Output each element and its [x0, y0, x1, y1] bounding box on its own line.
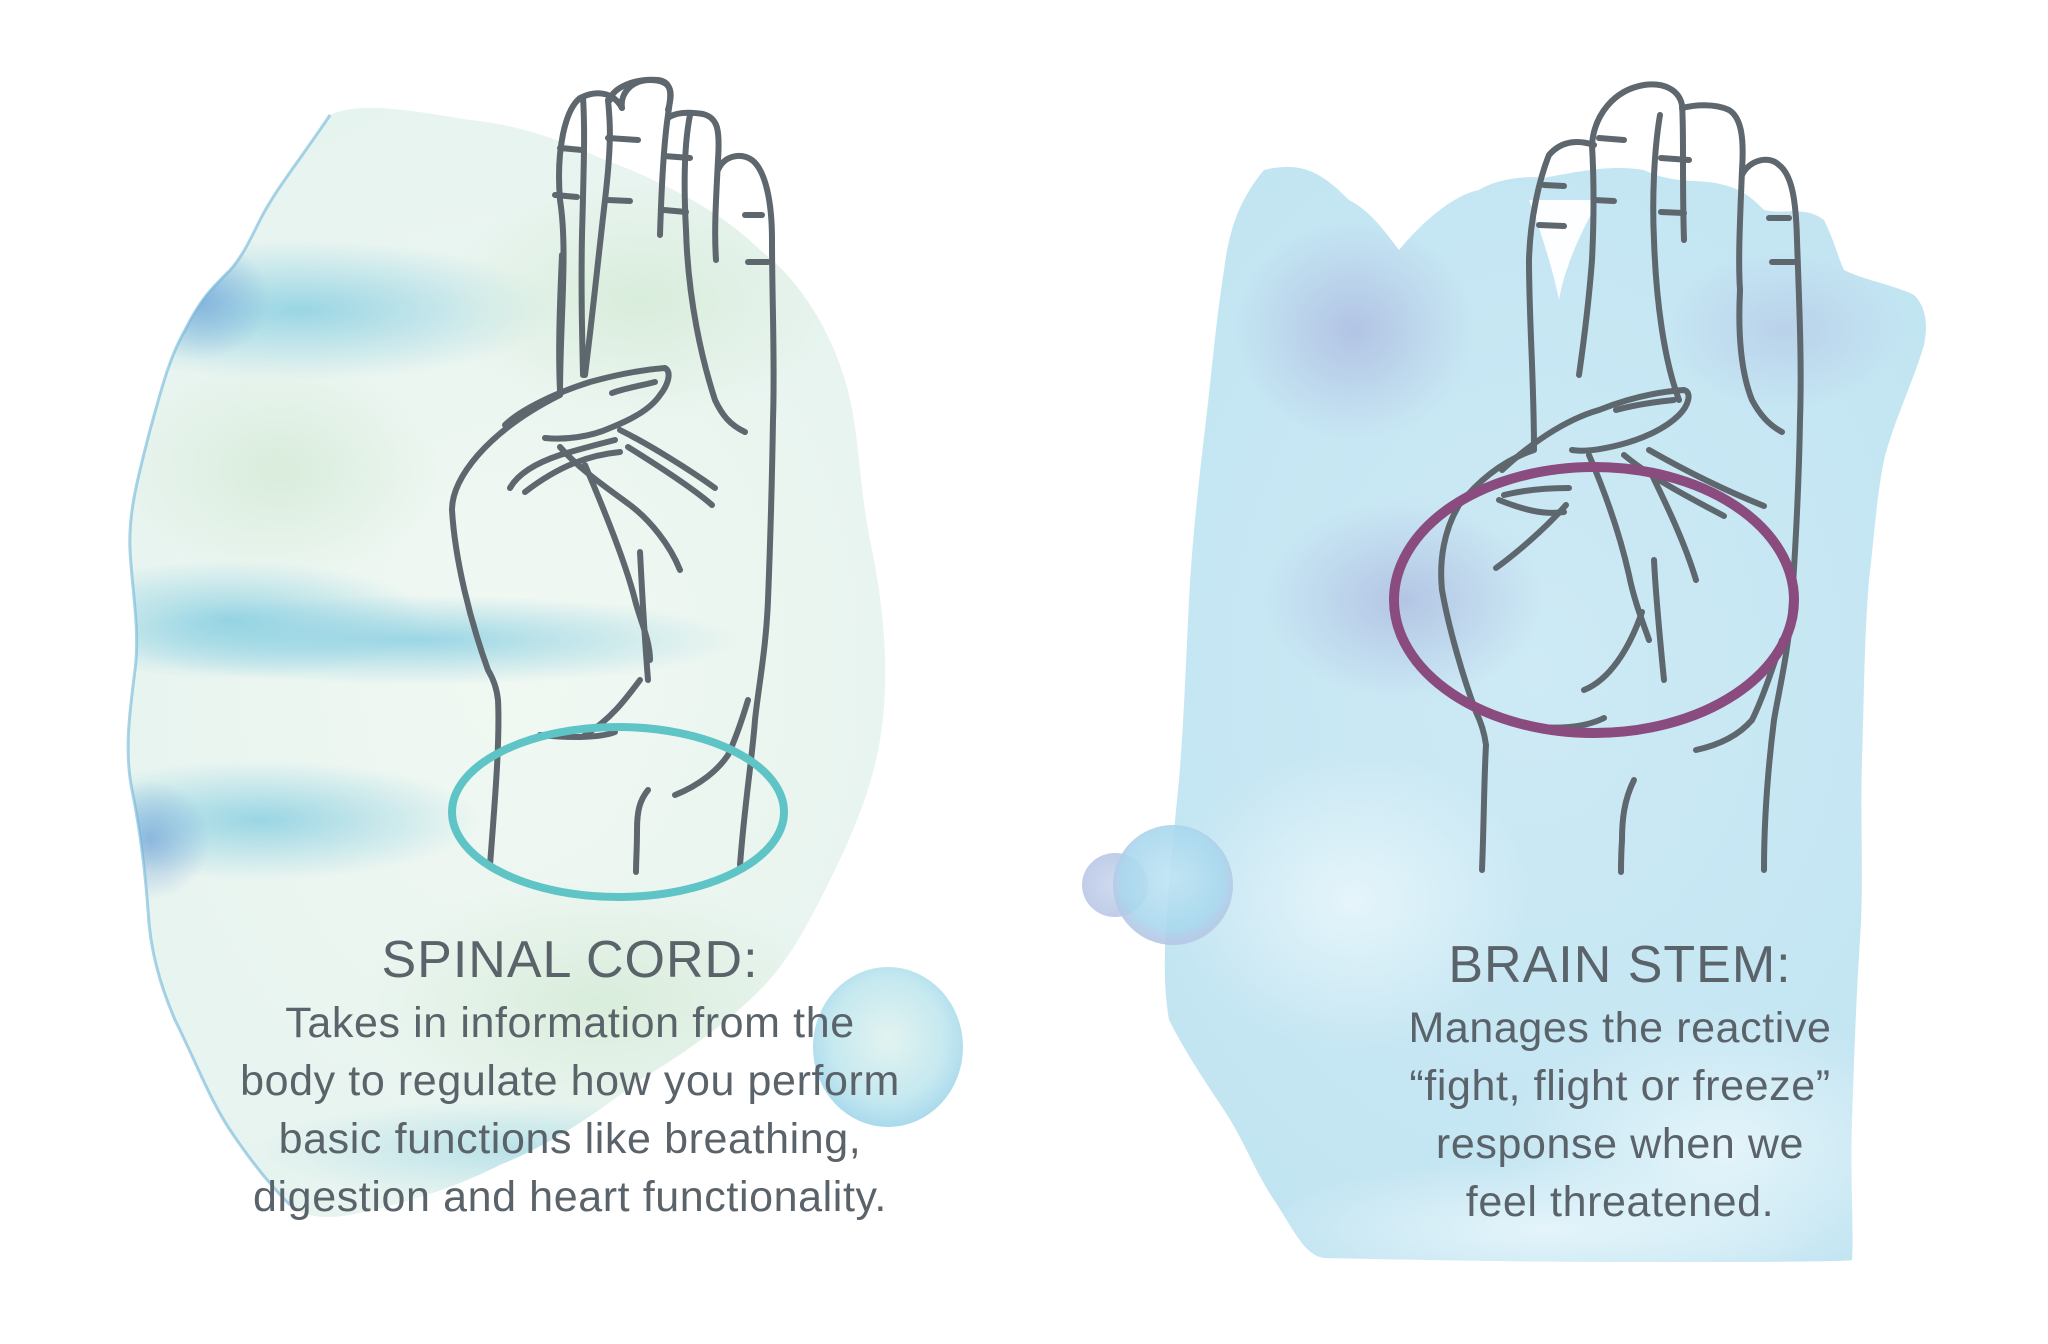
- spinal-cord-description-line: body to regulate how you perform: [240, 1057, 900, 1105]
- spinal-cord-panel: SPINAL CORD: Takes in information from t…: [126, 76, 1000, 1226]
- watercolor-bubble: [813, 967, 963, 1127]
- spinal-cord-title: SPINAL CORD:: [381, 931, 759, 989]
- brain-stem-panel: BRAIN STEM: Manages the reactive “fight,…: [1024, 0, 2048, 1344]
- spinal-cord-description-line: Takes in information from the: [285, 999, 855, 1047]
- brain-stem-caption: BRAIN STEM: Manages the reactive “fight,…: [1260, 935, 1980, 1231]
- hand-outline-icon: [449, 76, 777, 875]
- brain-stem-title: BRAIN STEM:: [1448, 936, 1792, 994]
- brain-stem-description-line: Manages the reactive: [1408, 1004, 1832, 1052]
- spinal-cord-description-line: digestion and heart functionality.: [253, 1173, 887, 1221]
- brain-stem-description-line: feel threatened.: [1465, 1178, 1775, 1226]
- spinal-cord-illustration: [126, 76, 963, 1217]
- spinal-cord-description-line: basic functions like breathing,: [278, 1115, 862, 1163]
- spinal-cord-caption: SPINAL CORD: Takes in information from t…: [140, 930, 1000, 1226]
- watercolor-edge: [126, 114, 332, 1207]
- brain-stem-description-line: “fight, flight or freeze”: [1409, 1062, 1831, 1110]
- brain-stem-highlight-ellipse: [1389, 462, 1799, 738]
- watercolor-background: [1164, 166, 1926, 1263]
- spinal-cord-highlight-ellipse: [448, 723, 788, 901]
- watercolor-bubble: [1113, 825, 1233, 945]
- brain-stem-description-line: response when we: [1435, 1120, 1805, 1168]
- brain-stem-illustration: [1082, 81, 1926, 1263]
